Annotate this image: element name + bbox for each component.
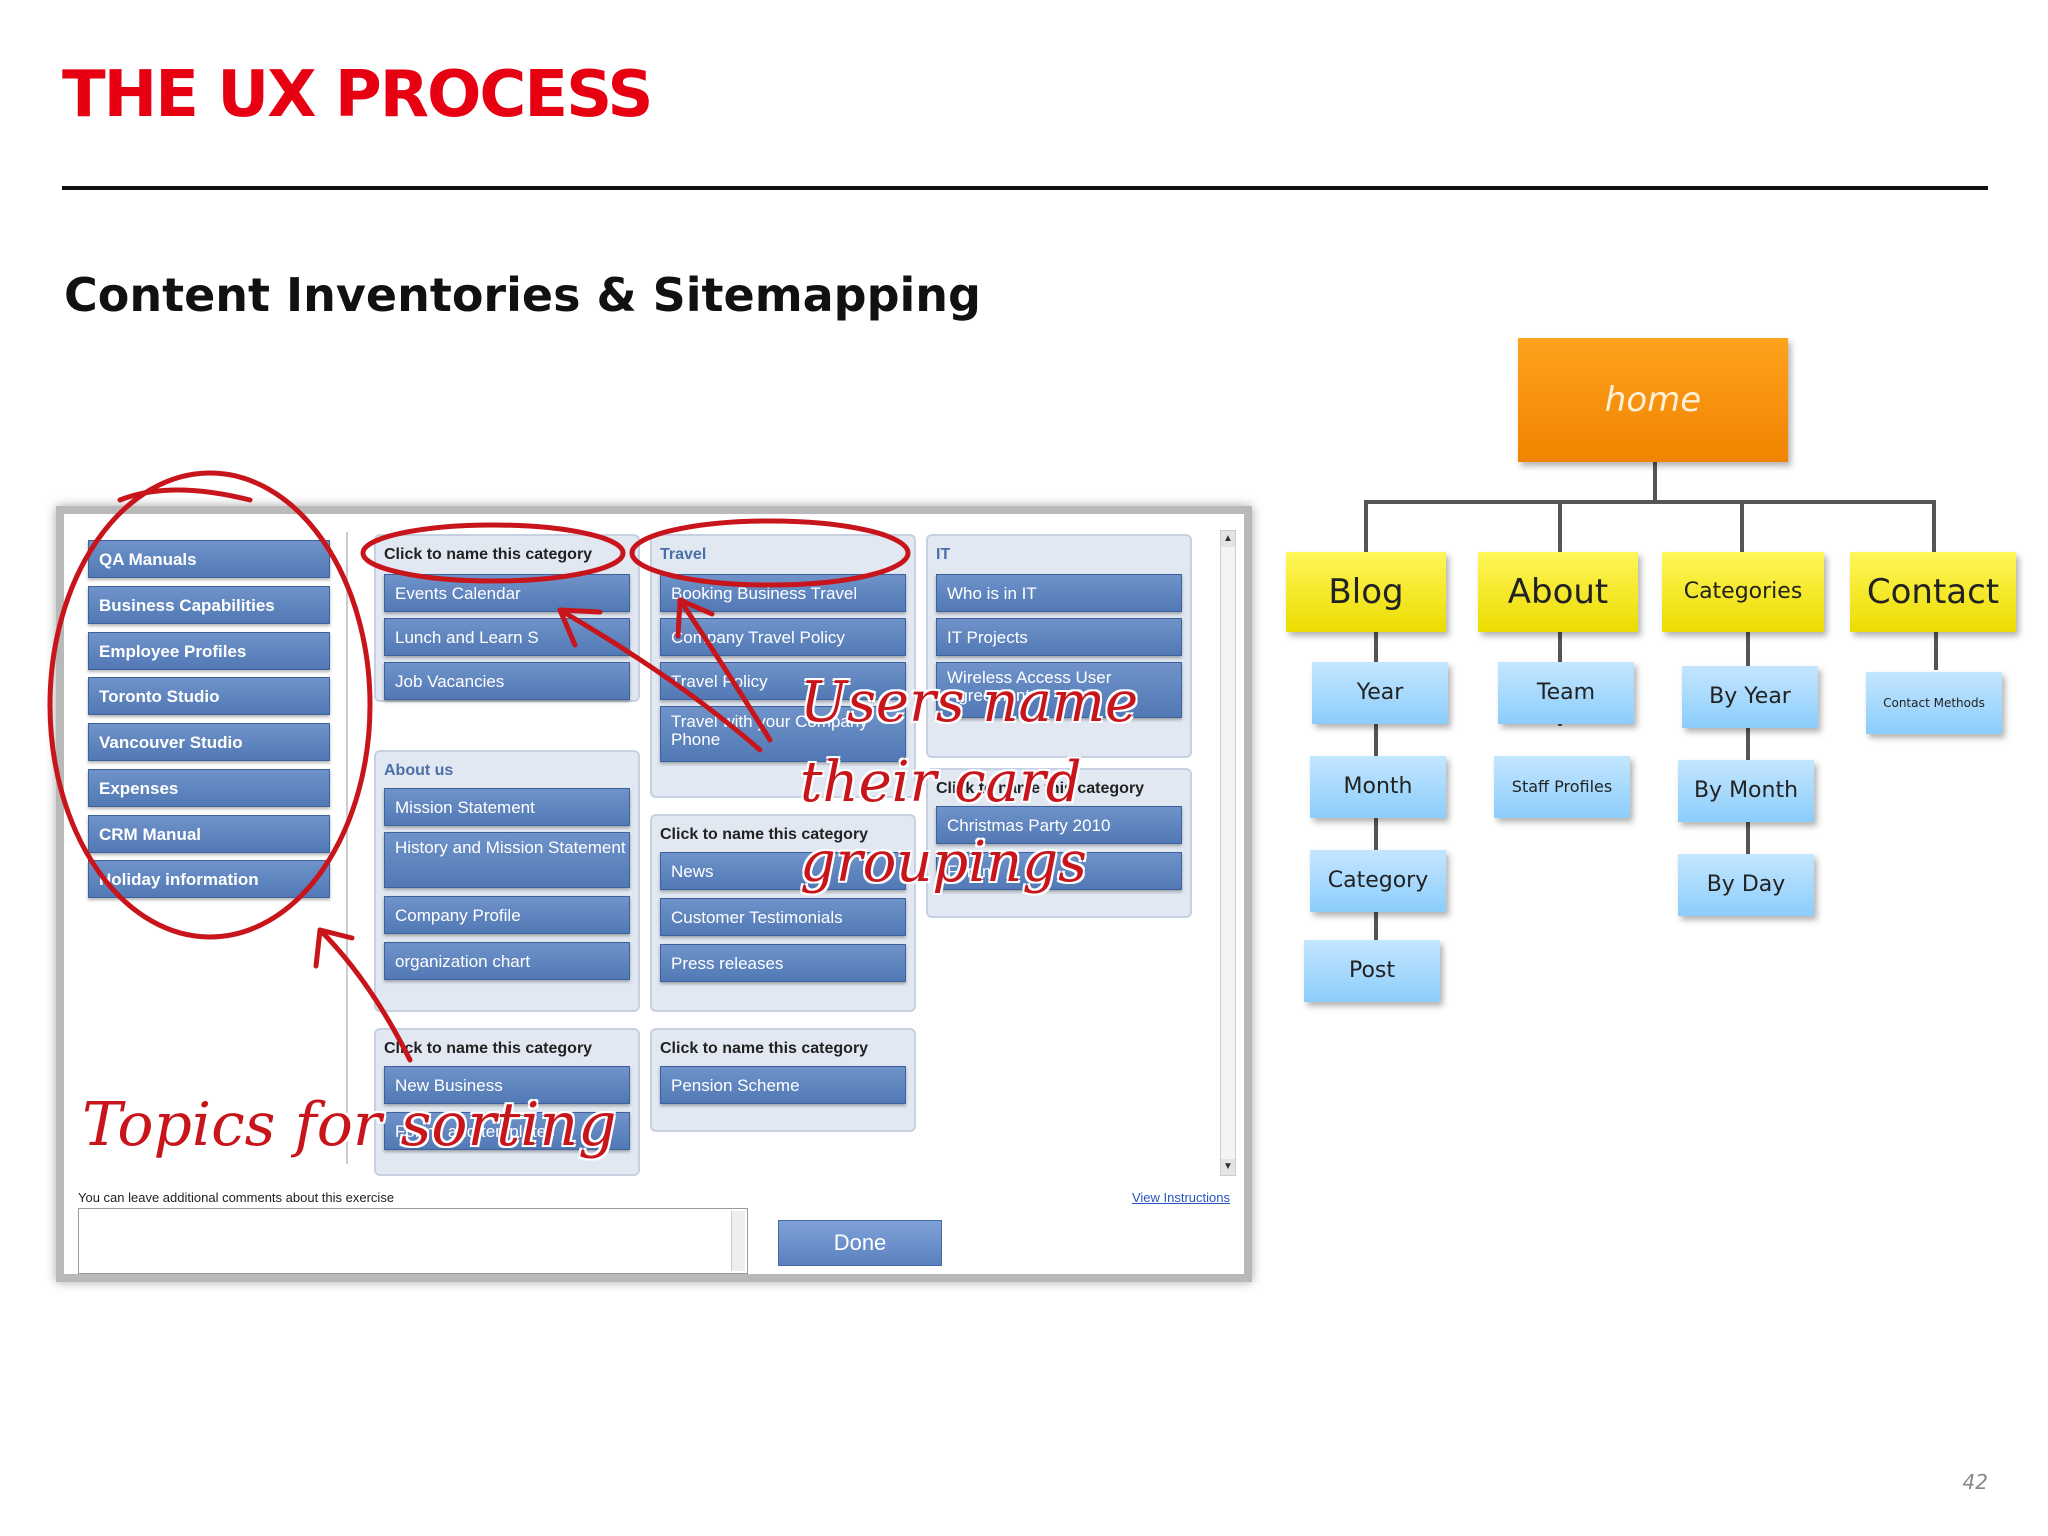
- sitemap-by-day-note: By Day: [1678, 854, 1814, 916]
- category-card[interactable]: Forms and templates: [384, 1112, 630, 1150]
- scroll-down-icon[interactable]: ▼: [1221, 1159, 1235, 1175]
- category-name[interactable]: Click to name this category: [660, 1040, 869, 1057]
- sitemap-post-note: Post: [1304, 940, 1440, 1002]
- connector: [1740, 500, 1744, 552]
- category-card[interactable]: Events Calendar: [384, 574, 630, 612]
- connector: [1932, 500, 1936, 552]
- category-card[interactable]: New Business: [384, 1066, 630, 1104]
- topic-card[interactable]: Vancouver Studio: [88, 723, 330, 761]
- topic-card[interactable]: CRM Manual: [88, 815, 330, 853]
- category-group[interactable]: About us Mission Statement History and M…: [374, 750, 640, 1012]
- category-card[interactable]: Forum: [936, 852, 1182, 890]
- sitemap-month-note: Month: [1310, 756, 1446, 818]
- category-group[interactable]: Click to name this category Pension Sche…: [650, 1028, 916, 1132]
- sitemap-blog-note: Blog: [1286, 552, 1446, 632]
- category-card[interactable]: Company Travel Policy: [660, 618, 906, 656]
- annotation-groupings: groupings: [800, 830, 1087, 895]
- category-card[interactable]: Who is in IT: [936, 574, 1182, 612]
- category-card[interactable]: Job Vacancies: [384, 662, 630, 700]
- category-card[interactable]: Lunch and Learn S: [384, 618, 630, 656]
- slide-subtitle: Content Inventories & Sitemapping: [64, 268, 981, 322]
- topic-card[interactable]: Toronto Studio: [88, 677, 330, 715]
- category-card[interactable]: History and Mission Statement: [384, 832, 630, 888]
- category-card[interactable]: Pension Scheme: [660, 1066, 906, 1104]
- category-card[interactable]: Press releases: [660, 944, 906, 982]
- connector: [1934, 626, 1938, 670]
- annotation-their-card: their card: [800, 750, 1082, 815]
- category-card[interactable]: Company Profile: [384, 896, 630, 934]
- category-group[interactable]: Click to name this category News Custome…: [650, 814, 916, 1012]
- category-card[interactable]: News: [660, 852, 906, 890]
- done-button[interactable]: Done: [778, 1220, 942, 1266]
- topic-card[interactable]: Employee Profiles: [88, 632, 330, 670]
- comments-textarea[interactable]: [78, 1208, 748, 1274]
- sitemap-team-note: Team: [1498, 662, 1634, 724]
- category-name[interactable]: Click to name this category: [660, 826, 869, 843]
- topic-card[interactable]: Business Capabilities: [88, 586, 330, 624]
- category-name[interactable]: About us: [384, 762, 454, 779]
- topics-ellipse-tail: [117, 487, 253, 503]
- sitemap-about-note: About: [1478, 552, 1638, 632]
- topics-panel: QA Manuals Business Capabilities Employe…: [78, 532, 348, 1164]
- category-card[interactable]: Wireless Access User Agreement: [936, 662, 1182, 718]
- page-number: 42: [1962, 1470, 1988, 1494]
- category-group[interactable]: Click to name this category New Business…: [374, 1028, 640, 1176]
- category-group[interactable]: IT Who is in IT IT Projects Wireless Acc…: [926, 534, 1192, 758]
- slide-title: THE UX PROCESS: [62, 58, 653, 132]
- category-card[interactable]: IT Projects: [936, 618, 1182, 656]
- sitemap-categories-note: Categories: [1662, 552, 1824, 632]
- scroll-up-icon[interactable]: ▲: [1221, 531, 1235, 547]
- category-card[interactable]: Booking Business Travel: [660, 574, 906, 612]
- category-card[interactable]: Customer Testimonials: [660, 898, 906, 936]
- sitemap-contact-methods-note: Contact Methods: [1866, 672, 2002, 734]
- sitemap-by-month-note: By Month: [1678, 760, 1814, 822]
- view-instructions-link[interactable]: View Instructions: [1131, 1190, 1230, 1205]
- connector: [1746, 626, 1750, 886]
- sitemap-year-note: Year: [1312, 662, 1448, 724]
- connector: [1558, 500, 1562, 552]
- comments-label: You can leave additional comments about …: [78, 1190, 395, 1205]
- topic-card[interactable]: QA Manuals: [88, 540, 330, 578]
- title-divider: [62, 186, 1988, 190]
- category-group[interactable]: Click to name this category Christmas Pa…: [926, 768, 1192, 918]
- topic-card[interactable]: Holiday information: [88, 860, 330, 898]
- category-group[interactable]: Click to name this category Events Calen…: [374, 534, 640, 702]
- sitemap: home Blog About Categories Contact Year …: [1286, 330, 2030, 1030]
- category-name[interactable]: Travel: [660, 546, 707, 563]
- topic-card[interactable]: Expenses: [88, 769, 330, 807]
- category-name[interactable]: Click to name this category: [384, 1040, 593, 1057]
- category-name[interactable]: IT: [936, 546, 951, 563]
- comments-scrollbar[interactable]: [731, 1211, 745, 1271]
- category-name[interactable]: Click to name this category: [936, 780, 1145, 797]
- sitemap-staff-profiles-note: Staff Profiles: [1494, 756, 1630, 818]
- groups-scrollbar[interactable]: ▲ ▼: [1220, 530, 1236, 1176]
- category-card[interactable]: Christmas Party 2010: [936, 806, 1182, 844]
- category-card[interactable]: Mission Statement: [384, 788, 630, 826]
- annotation-users-name: Users name: [800, 670, 1139, 735]
- category-card[interactable]: organization chart: [384, 942, 630, 980]
- sitemap-by-year-note: By Year: [1682, 666, 1818, 728]
- sitemap-home-note: home: [1518, 338, 1788, 462]
- category-name[interactable]: Click to name this category: [384, 546, 593, 563]
- connector: [1364, 500, 1368, 552]
- annotation-topics-for-sorting: Topics for sorting: [82, 1090, 617, 1160]
- connector: [1364, 500, 1936, 504]
- connector: [1653, 460, 1657, 502]
- sitemap-category-note: Category: [1310, 850, 1446, 912]
- sitemap-contact-note: Contact: [1850, 552, 2016, 632]
